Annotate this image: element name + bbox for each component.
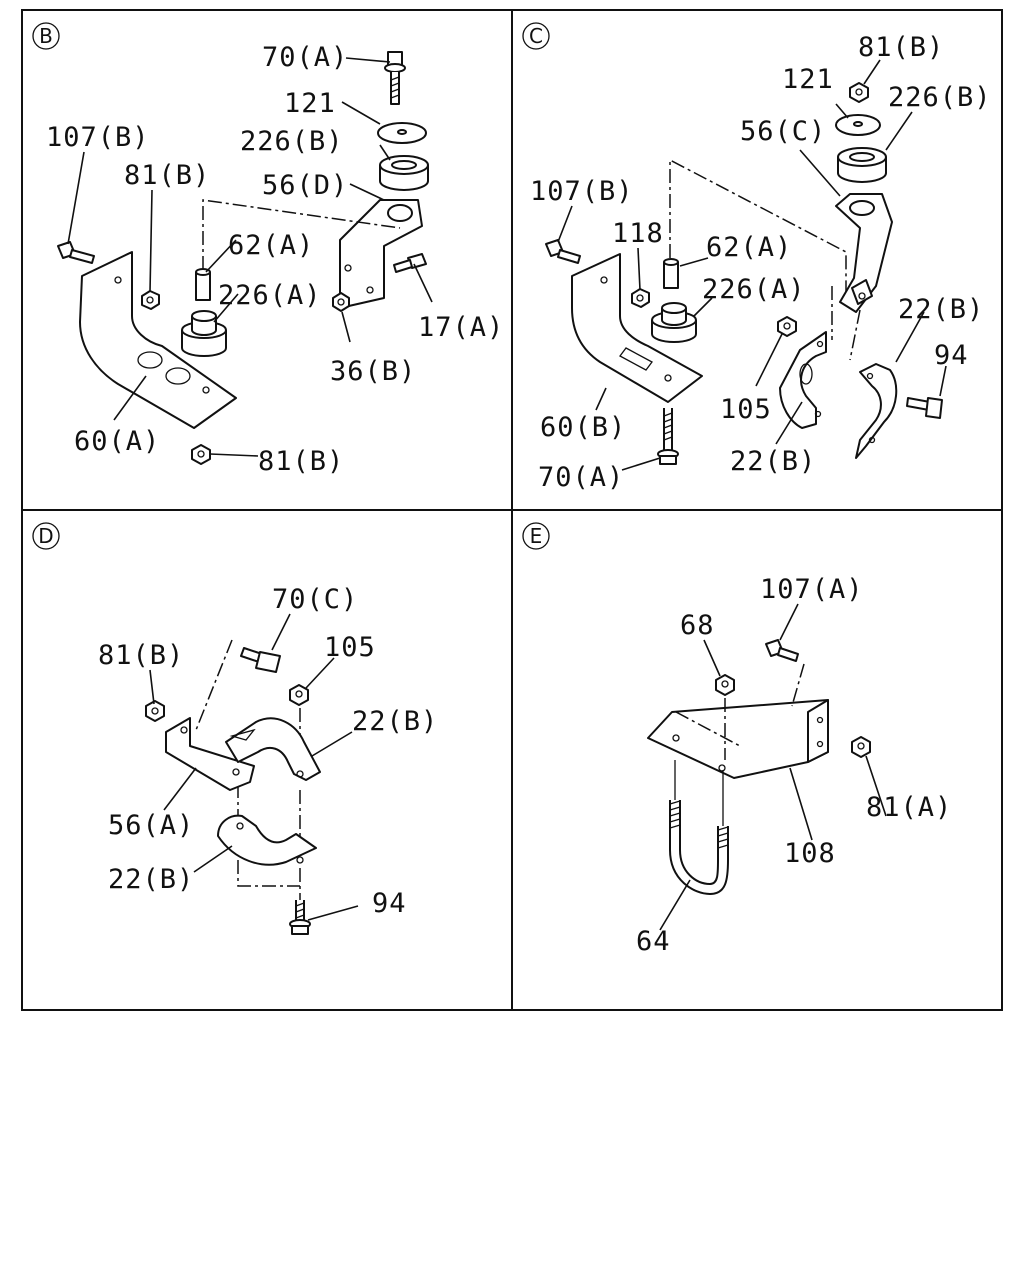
label-17a: 17(A) — [418, 312, 504, 343]
panel-e-leaders — [659, 603, 887, 931]
clamp-22b-top — [225, 717, 321, 781]
label-70a: 70(A) — [538, 462, 624, 493]
bolt-70a — [657, 408, 679, 465]
label-62a: 62(A) — [706, 232, 792, 263]
clamp-22b-right — [855, 363, 898, 459]
label-36b: 36(B) — [330, 356, 416, 387]
label-94: 94 — [372, 888, 407, 919]
panel-b-leaders — [67, 57, 433, 457]
nut-81b — [849, 82, 869, 103]
label-118: 118 — [612, 218, 664, 249]
bolt-107b — [545, 239, 581, 264]
panel-e-marker-letter: E — [530, 524, 543, 548]
label-81b: 81(B) — [98, 640, 184, 671]
panel-d-marker: D — [32, 522, 60, 550]
label-22b-bottom: 22(B) — [730, 446, 816, 477]
panel-c-leaders — [557, 59, 947, 471]
washer-121 — [835, 114, 881, 136]
label-56a: 56(A) — [108, 810, 194, 841]
label-226a: 226(A) — [218, 280, 322, 311]
label-105: 105 — [720, 394, 772, 425]
bolt-94 — [289, 900, 311, 935]
panel-b: B — [32, 22, 504, 477]
rubber-226a — [651, 302, 697, 343]
bracket-56c — [835, 193, 893, 313]
panel-d-marker-letter: D — [38, 524, 53, 548]
label-64: 64 — [636, 926, 671, 957]
bolt-70a — [384, 51, 406, 105]
nut-105 — [777, 316, 797, 337]
panel-c-chain-line — [669, 158, 847, 292]
nut-36b — [332, 292, 350, 312]
bracket-60b — [571, 253, 703, 403]
label-121: 121 — [284, 88, 336, 119]
label-22b-right: 22(B) — [898, 294, 984, 325]
nut-81b-top — [141, 290, 160, 310]
bracket-56a — [165, 717, 255, 791]
bolt-70c — [240, 647, 281, 673]
rubber-226b — [837, 147, 887, 183]
panel-e-chain-lines — [675, 663, 805, 760]
panel-c-marker: C — [522, 22, 550, 50]
label-94: 94 — [934, 340, 969, 371]
label-81a: 81(A) — [866, 792, 952, 823]
label-108: 108 — [784, 838, 836, 869]
label-60b: 60(B) — [540, 412, 626, 443]
label-56c: 56(C) — [740, 116, 826, 147]
panel-d-leaders — [149, 613, 359, 921]
label-68: 68 — [680, 610, 715, 641]
panel-e: E — [522, 522, 952, 957]
label-56d: 56(D) — [262, 170, 348, 201]
nut-105 — [289, 684, 309, 706]
bolt-94 — [906, 397, 943, 419]
label-226b: 226(B) — [888, 82, 992, 113]
nut-81a — [851, 736, 871, 758]
panel-d: D — [32, 522, 438, 935]
nut-81b — [145, 700, 165, 722]
nut-81b-bottom — [191, 444, 211, 465]
rubber-226b — [379, 155, 429, 191]
label-121: 121 — [782, 64, 834, 95]
ubolt-64 — [669, 760, 729, 895]
panel-c-marker-letter: C — [529, 24, 543, 48]
pin-62a — [663, 258, 679, 289]
bracket-60a — [79, 251, 237, 429]
panel-c-side-lines — [831, 286, 861, 361]
bracket-56d — [339, 199, 423, 309]
label-81b-top: 81(B) — [124, 160, 210, 191]
label-105: 105 — [324, 632, 376, 663]
label-107b: 107(B) — [530, 176, 634, 207]
label-107a: 107(A) — [760, 574, 864, 605]
label-226b: 226(B) — [240, 126, 344, 157]
pin-62a — [195, 268, 211, 301]
panel-b-marker: B — [32, 22, 60, 50]
nut-118 — [631, 288, 650, 308]
bolt-107b — [57, 241, 95, 264]
label-70c: 70(C) — [272, 584, 358, 615]
clamp-22b-bottom — [779, 331, 827, 429]
panel-c: C — [522, 22, 992, 493]
label-81b: 81(B) — [858, 32, 944, 63]
panel-b-chain-line — [202, 199, 401, 270]
panel-frames — [21, 9, 1003, 1011]
clamp-22b-bottom — [217, 814, 317, 866]
rubber-226a — [181, 310, 227, 357]
bolt-17a — [393, 253, 427, 273]
panel-b-marker-letter: B — [39, 24, 53, 48]
label-22b-bottom: 22(B) — [108, 864, 194, 895]
label-70a: 70(A) — [262, 42, 348, 73]
nut-68 — [715, 674, 735, 696]
panel-e-marker: E — [522, 522, 550, 550]
label-107b: 107(B) — [46, 122, 150, 153]
label-22b-top: 22(B) — [352, 706, 438, 737]
label-62a: 62(A) — [228, 230, 314, 261]
label-81b-bottom: 81(B) — [258, 446, 344, 477]
bolt-107a — [765, 639, 799, 662]
washer-121 — [377, 122, 427, 144]
label-226a: 226(A) — [702, 274, 806, 305]
bracket-108 — [647, 699, 829, 779]
label-60a: 60(A) — [74, 426, 160, 457]
